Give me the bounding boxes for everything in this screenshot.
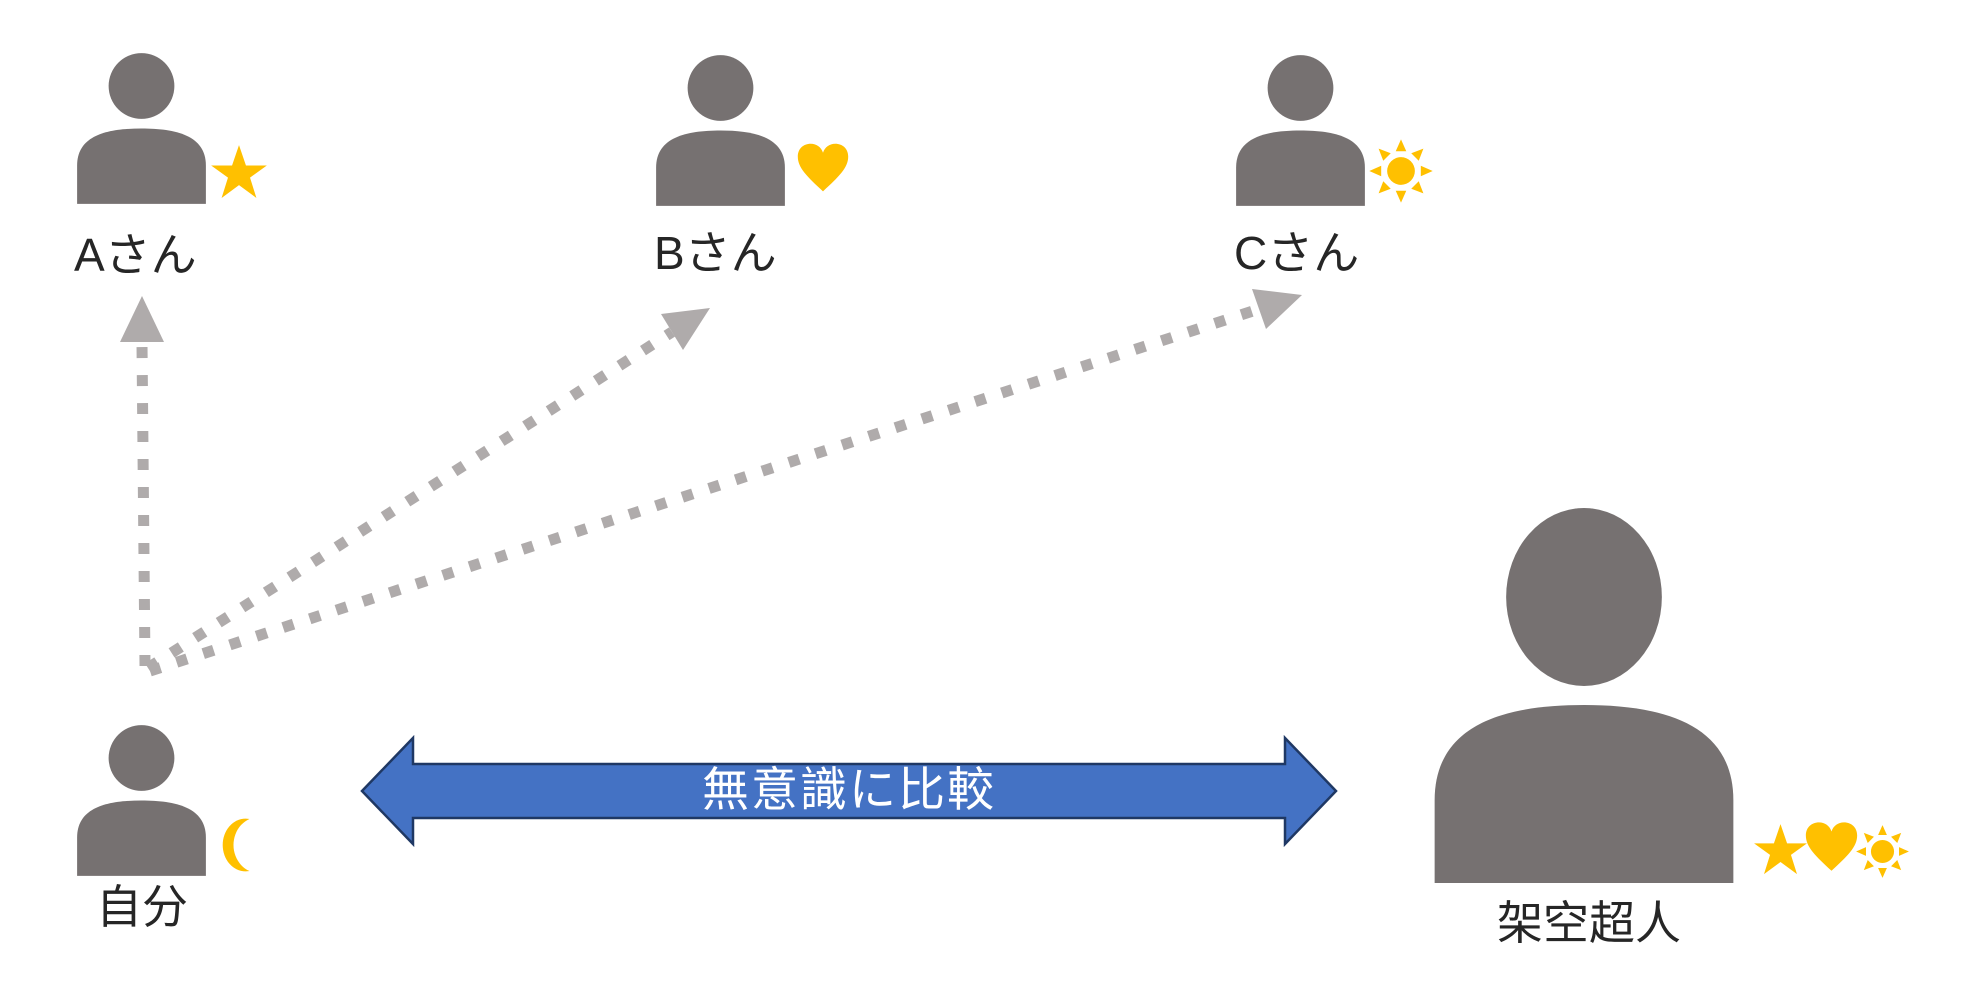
self-label: 自分 [96, 881, 188, 933]
heart-icon [797, 143, 849, 192]
sun-icon [1369, 139, 1433, 203]
superhuman-label: 架空超人 [1497, 897, 1681, 949]
star-icon [211, 145, 267, 198]
comparison-arrow-label: 無意識に比較 [702, 763, 996, 816]
star-icon [1754, 824, 1807, 875]
dotted-arrow-self-to-a [120, 296, 164, 667]
self-icon [77, 725, 206, 876]
person-c-icon [1236, 55, 1365, 206]
dotted-arrow-self-to-c [148, 289, 1302, 677]
dotted-arrow-self-to-b [145, 308, 710, 673]
person-b-icon [656, 55, 785, 206]
moon-icon [222, 818, 252, 872]
person-b-label: Bさん [654, 227, 777, 279]
person-a-label: Aさん [74, 229, 197, 281]
sun-icon [1856, 825, 1909, 878]
person-a-icon [77, 53, 206, 204]
person-c-label: Cさん [1234, 227, 1360, 279]
superhuman-icon [1434, 508, 1734, 883]
heart-icon [1805, 822, 1858, 871]
